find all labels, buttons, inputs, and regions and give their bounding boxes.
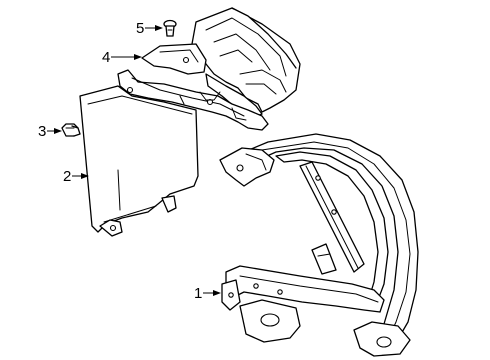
part-4-air-deflector: [141, 7, 301, 119]
crossmember-hole-right: [277, 289, 283, 295]
arrowhead-3: [54, 128, 62, 134]
arrowhead-1: [213, 290, 221, 296]
callout-number-2: 2: [63, 168, 71, 185]
strut-hole-lower: [331, 209, 337, 215]
flange-hole: [182, 56, 190, 64]
callout-2: 2: [63, 168, 89, 185]
callout-5: 5: [136, 20, 163, 37]
part-2-side-panel: [79, 69, 269, 237]
lower-plate-hole: [260, 313, 280, 327]
callout-number-1: 1: [194, 285, 202, 302]
part-3-bolt: [61, 123, 81, 137]
callout-number-5: 5: [136, 20, 144, 37]
arrowhead-4: [134, 54, 142, 60]
callout-number-4: 4: [102, 49, 110, 66]
callout-number-3: 3: [38, 123, 46, 140]
panel-mount-hole: [109, 224, 117, 232]
frame-hole-left: [126, 86, 134, 94]
arrowhead-2: [81, 173, 89, 179]
part-1-support-bracket: [219, 133, 419, 357]
callout-4: 4: [102, 49, 142, 66]
crossmember-hole-left: [253, 283, 259, 289]
left-foot-hole: [228, 292, 234, 298]
callout-1: 1: [194, 285, 221, 302]
part-5-push-clip: [163, 19, 177, 37]
callout-3: 3: [38, 123, 62, 140]
arrowhead-5: [155, 25, 163, 31]
strut-hole-upper: [315, 175, 321, 181]
upper-bracket-hole: [236, 164, 244, 172]
right-mount-hole: [376, 336, 392, 348]
